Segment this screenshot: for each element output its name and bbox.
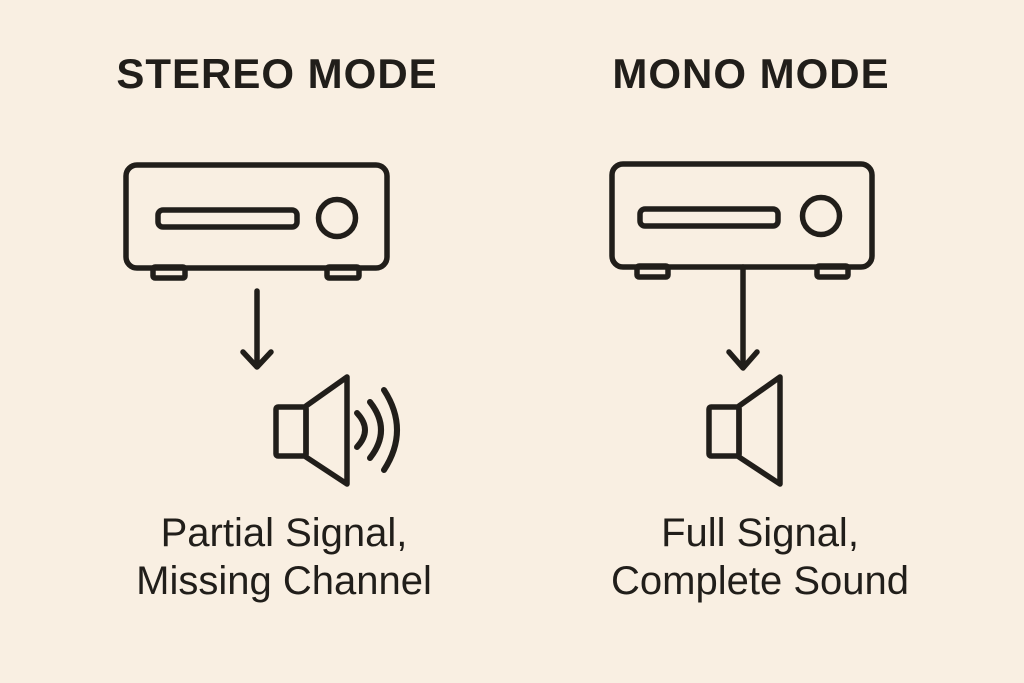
mono-caption: Full Signal, Complete Sound <box>550 509 970 605</box>
mono-caption-line1: Full Signal, <box>661 511 859 555</box>
speaker-box <box>273 404 309 459</box>
stereo-mode-title: STEREO MODE <box>116 50 438 97</box>
speaker-icon <box>706 374 783 487</box>
receiver-foot-left <box>150 264 188 281</box>
speaker-with-sound-waves-icon <box>273 374 400 487</box>
receiver-slot <box>155 207 300 230</box>
stereo-caption-line2: Missing Channel <box>136 559 432 603</box>
sound-wave-small <box>354 410 368 450</box>
stereo-caption: Partial Signal, Missing Channel <box>74 509 494 605</box>
receiver-foot-right <box>324 264 362 281</box>
mono-receiver-icon <box>609 161 875 280</box>
mono-mode-title: MONO MODE <box>612 50 890 97</box>
speaker-box <box>706 404 742 459</box>
receiver-knob <box>315 196 359 240</box>
stereo-caption-line1: Partial Signal, <box>160 511 408 555</box>
receiver-body <box>123 162 390 271</box>
stereo-down-arrow-icon <box>240 288 274 370</box>
receiver-body <box>609 161 875 270</box>
mono-down-arrow-icon <box>726 264 760 371</box>
sound-waves-icon <box>354 387 400 473</box>
stereo-receiver-icon <box>123 162 390 281</box>
arrow-head <box>726 349 760 371</box>
sound-wave-large <box>381 387 400 473</box>
speaker-cone <box>736 374 783 487</box>
mono-caption-line2: Complete Sound <box>611 559 909 603</box>
sound-wave-medium <box>367 399 384 461</box>
receiver-foot-right <box>814 263 851 280</box>
speaker-cone <box>303 374 350 487</box>
receiver-foot-left <box>634 263 671 280</box>
receiver-slot <box>637 206 781 229</box>
arrow-head <box>240 349 274 370</box>
receiver-knob <box>799 194 843 238</box>
